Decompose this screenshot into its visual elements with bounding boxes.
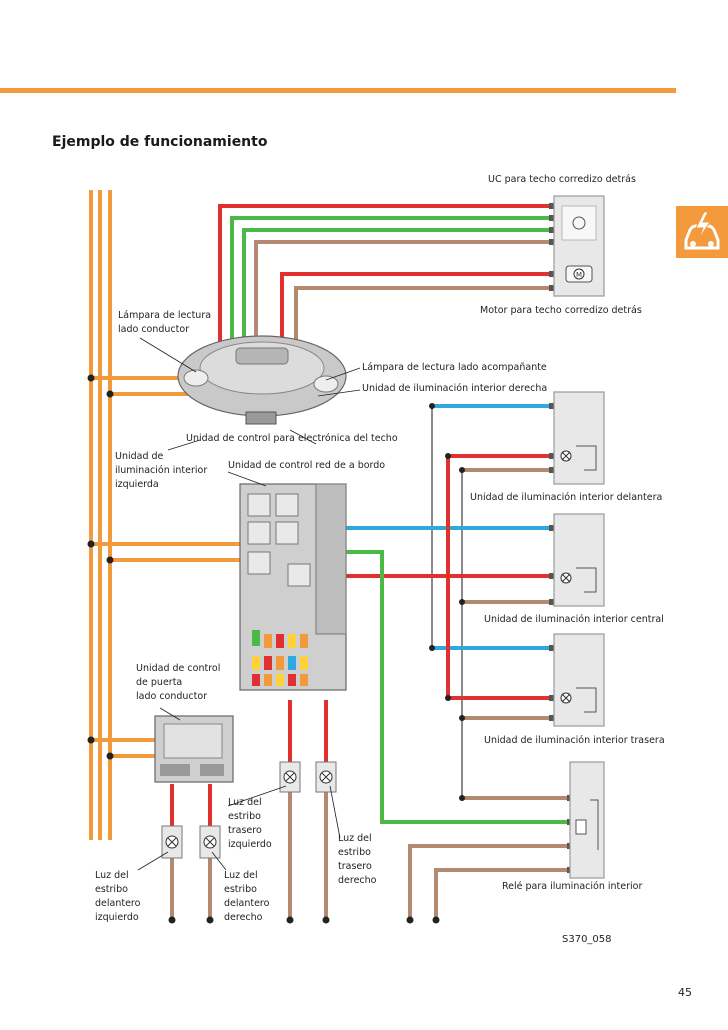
electrical-car-badge [676, 206, 728, 258]
sill-light-wires [170, 700, 328, 920]
door-control-unit [154, 715, 234, 783]
label-relay-interior: Relé para iluminación interior [502, 881, 643, 892]
relay-unit [569, 761, 605, 879]
sunroof-wires [218, 204, 552, 345]
roof-console [177, 335, 347, 425]
label-sill-rear-left: Luz del estribo trasero izquierdo [228, 797, 272, 850]
label-interior-light-rear: Unidad de iluminación interior trasera [484, 735, 665, 746]
orange-trunk-wires [89, 190, 112, 840]
page-number: 45 [678, 986, 692, 999]
onboard-network-control-unit [239, 483, 347, 691]
label-sunroof-motor: Motor para techo corredizo detrás [480, 305, 642, 316]
label-onboard-network: Unidad de control red de a bordo [228, 460, 386, 471]
label-roof-electronics: Unidad de control para electrónica del t… [186, 433, 398, 444]
sill-lamp-rear-left [279, 761, 301, 793]
rear-light-wires [432, 456, 552, 720]
front-light-unit [553, 391, 605, 485]
fuse-row [252, 630, 308, 686]
sunroof-control-unit: M [553, 195, 605, 297]
page-heading: Ejemplo de funcionamiento [52, 134, 268, 150]
svg-text:M: M [576, 271, 582, 279]
label-interior-light-center: Unidad de iluminación interior central [484, 614, 664, 625]
label-interior-light-front: Unidad de iluminación interior delantera [470, 492, 663, 503]
label-reading-lamp-passenger: Lámpara de lectura lado acompañante [362, 362, 547, 373]
sill-lamps [161, 761, 337, 859]
label-interior-light-left: Unidad de iluminación interior izquierda [115, 451, 208, 490]
sill-lamp-rear-right [315, 761, 337, 793]
front-light-wires [432, 404, 552, 472]
label-sill-front-right: Luz del estribo delantero derecho [224, 870, 270, 923]
connection-dots [87, 374, 465, 924]
label-reading-lamp-driver: Lámpara de lectura lado conductor [118, 310, 212, 335]
label-interior-light-right: Unidad de iluminación interior derecha [362, 383, 548, 394]
sill-lamp-front-left [161, 825, 183, 859]
label-uc-sunroof: UC para techo corredizo detrás [488, 174, 636, 185]
leader-lines [137, 337, 361, 871]
car-lightning-icon [684, 211, 720, 250]
sill-lamp-front-right [199, 825, 221, 859]
center-light-unit [553, 513, 605, 607]
label-door-control-driver: Unidad de control de puerta lado conduct… [136, 663, 221, 702]
figure-id: S370_058 [562, 934, 612, 945]
rear-light-unit [553, 633, 605, 727]
top-rule [0, 88, 676, 93]
label-sill-front-left: Luz del estribo delantero izquierdo [95, 870, 141, 923]
label-sill-rear-right: Luz del estribo trasero derecho [338, 833, 377, 886]
relay-wires [346, 550, 570, 920]
